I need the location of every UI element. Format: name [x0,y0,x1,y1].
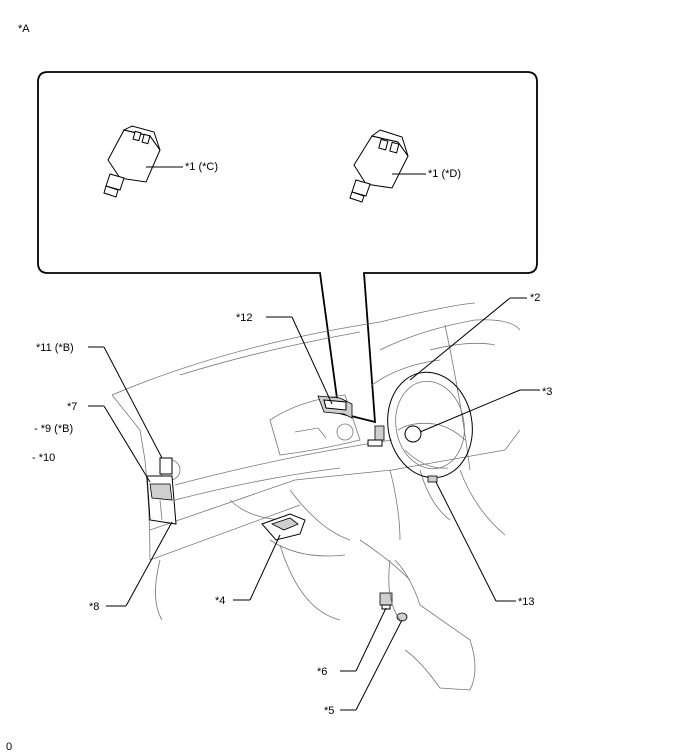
part-4-icon [261,513,306,541]
callout-13: *13 [518,596,535,608]
leader-lines [88,297,540,711]
callout-1c: *1 (*C) [185,161,218,173]
stop-light-switch-d-icon [349,129,426,203]
callout-7: *7 [67,401,77,413]
callout-9: - *9 (*B) [34,423,73,435]
part-13-icon [427,475,438,483]
callout-2: *2 [530,292,540,304]
part-12-bracket-icon [317,395,353,419]
steering-wheel-icon [371,359,473,479]
dashboard-outline [111,302,521,621]
footer-code: 0 [6,741,12,753]
shift-console-outline [388,559,476,691]
callout-5: *5 [324,705,334,717]
view-label: *A [18,23,30,35]
callout-10: - *10 [32,452,55,464]
callout-4: *4 [215,595,225,607]
part-6-icon [379,592,393,610]
detail-callout-box [37,71,538,424]
callout-1d: *1 (*D) [428,168,461,180]
stop-light-switch-c-icon [103,125,183,198]
installed-switch-icon [367,425,385,447]
callout-8: *8 [89,601,99,613]
callout-3: *3 [542,386,552,398]
part-5-icon [396,612,408,622]
callout-6: *6 [317,666,327,678]
callout-11: *11 (*B) [36,342,74,354]
ecu-assembly-icon [146,457,177,525]
callout-12: *12 [236,312,253,324]
